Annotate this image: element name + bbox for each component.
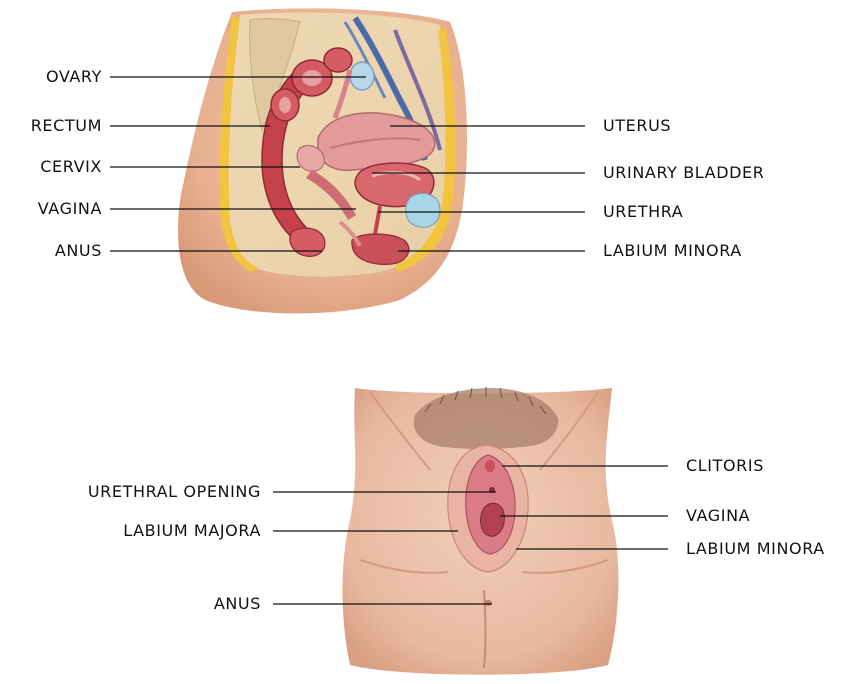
label-vagina-external: VAGINA: [686, 506, 750, 526]
label-clitoris: CLITORIS: [686, 456, 764, 476]
label-vagina: VAGINA: [38, 199, 102, 219]
label-urethra: URETHRA: [603, 202, 683, 222]
label-urethral-opening: URETHRAL OPENING: [88, 482, 261, 502]
label-uterus: UTERUS: [603, 116, 671, 136]
label-labium-minora-external: LABIUM MINORA: [686, 539, 825, 559]
label-labium-majora: LABIUM MAJORA: [123, 521, 261, 541]
ovary: [350, 62, 374, 90]
label-labium-minora: LABIUM MINORA: [603, 241, 742, 261]
label-anus-external: ANUS: [214, 594, 261, 614]
pubic-bone: [406, 194, 440, 228]
label-ovary: OVARY: [46, 67, 102, 87]
label-anus: ANUS: [55, 241, 102, 261]
clitoris: [485, 460, 495, 472]
label-urinary-bladder: URINARY BLADDER: [603, 163, 764, 183]
anus-external: [484, 600, 492, 606]
label-rectum: RECTUM: [31, 116, 102, 136]
label-cervix: CERVIX: [40, 157, 102, 177]
sagittal-section-illustration: [178, 8, 467, 313]
intestine-loop: [324, 48, 352, 72]
vaginal-opening: [481, 503, 505, 536]
